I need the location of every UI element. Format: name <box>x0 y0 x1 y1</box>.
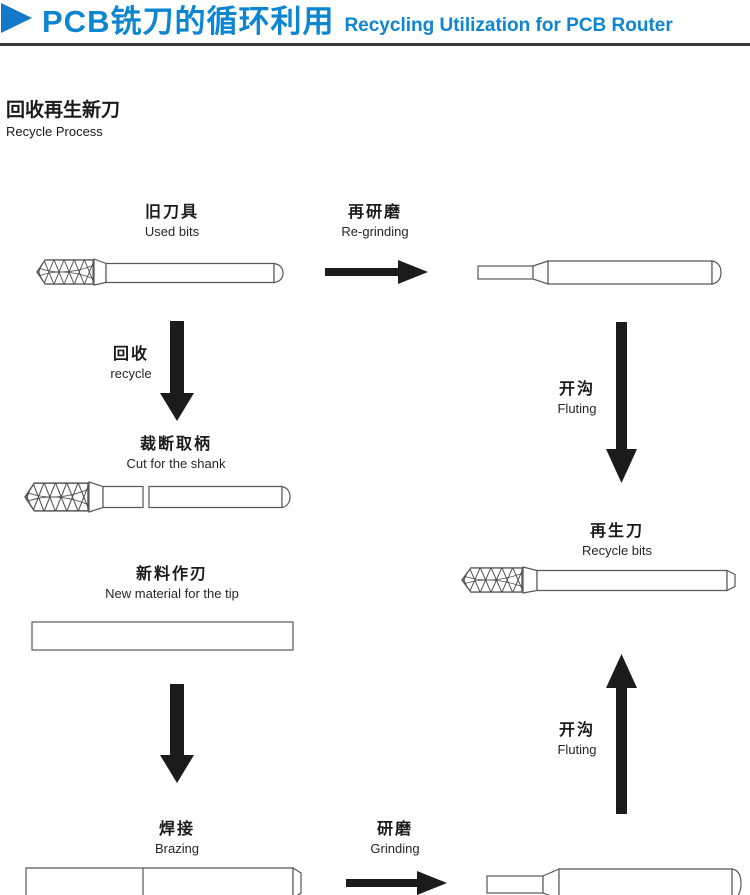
label-fluting-down: 开沟 Fluting <box>557 380 596 417</box>
label-fluting-up-en: Fluting <box>557 742 597 757</box>
label-regrinding-en: Re-grinding <box>341 224 409 239</box>
label-recycle-bits-zh: 再生刀 <box>589 523 645 540</box>
label-cut-shank: 裁断取柄 Cut for the shank <box>127 435 226 472</box>
arrow-down-recycle-icon <box>160 321 194 421</box>
page-title-zh: PCB铣刀的循环利用 <box>42 4 335 39</box>
label-regrinding: 再研磨 Re-grinding <box>341 203 408 240</box>
label-new-material-zh: 新料作刃 <box>135 566 209 583</box>
label-fluting-down-zh: 开沟 <box>558 381 595 398</box>
arrow-down-brazing-icon <box>160 684 194 783</box>
page-title-en: Recycling Utilization for PCB Router <box>344 15 673 36</box>
header-divider <box>0 43 750 46</box>
label-recycle-zh: 回收 <box>112 346 149 363</box>
reground-bit-graphic <box>477 260 722 285</box>
label-regrinding-zh: 再研磨 <box>347 204 403 221</box>
arrow-down-fluting-icon <box>606 322 637 483</box>
page-header: PCB铣刀的循环利用 Recycling Utilization for PCB… <box>42 2 673 42</box>
arrow-right-grinding-icon <box>346 871 447 895</box>
arrow-right-regrinding-icon <box>325 260 428 284</box>
brazed-bit-graphic <box>25 867 302 895</box>
ground-bit-graphic <box>486 868 742 895</box>
label-brazing-zh: 焊接 <box>158 821 196 838</box>
label-new-material-en: New material for the tip <box>105 586 239 601</box>
arrow-up-fluting-icon <box>606 654 637 814</box>
label-recycle-bits: 再生刀 Recycle bits <box>582 522 652 559</box>
label-fluting-down-en: Fluting <box>557 401 597 416</box>
recycle-bit-graphic <box>461 566 736 594</box>
label-used-bits: 旧刀具 Used bits <box>145 203 199 240</box>
label-used-bits-en: Used bits <box>144 224 200 239</box>
section-title-zh: 回收再生新刀 <box>6 100 121 121</box>
label-brazing: 焊接 Brazing <box>155 820 199 857</box>
label-used-bits-zh: 旧刀具 <box>144 204 200 221</box>
label-fluting-up: 开沟 Fluting <box>557 721 596 758</box>
label-recycle: 回收 recycle <box>110 345 151 382</box>
label-fluting-up-zh: 开沟 <box>558 722 595 739</box>
new-material-rod-graphic <box>31 621 294 651</box>
label-brazing-en: Brazing <box>154 841 200 856</box>
header-arrow-icon <box>1 3 32 33</box>
label-cut-shank-zh: 裁断取柄 <box>139 436 212 453</box>
label-cut-shank-en: Cut for the shank <box>126 456 226 471</box>
section-title-en: Recycle Process <box>6 124 103 139</box>
label-grinding-zh: 研磨 <box>376 821 414 838</box>
label-grinding-en: Grinding <box>370 841 420 856</box>
label-new-material: 新料作刃 New material for the tip <box>105 565 239 602</box>
label-grinding: 研磨 Grinding <box>370 820 419 857</box>
label-recycle-en: recycle <box>110 366 152 381</box>
cut-bit-graphic <box>24 481 291 513</box>
used-bit-graphic <box>36 258 284 286</box>
label-recycle-bits-en: Recycle bits <box>581 543 653 558</box>
